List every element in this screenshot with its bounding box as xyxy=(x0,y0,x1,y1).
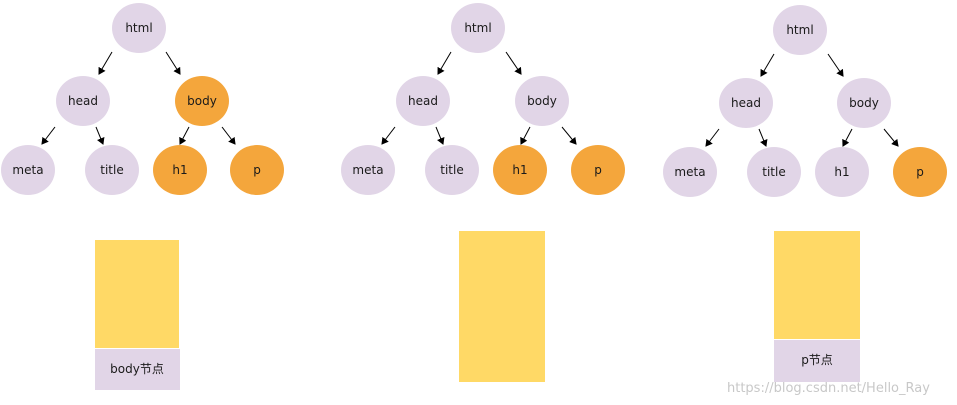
edge-body-h1 xyxy=(520,126,531,145)
edge-html-body xyxy=(165,51,181,75)
node-p-shape xyxy=(230,145,284,195)
caption-box-shape xyxy=(95,349,180,390)
edge-html-head xyxy=(437,51,452,75)
edge-html-body xyxy=(827,53,844,77)
node-head-label: head xyxy=(408,94,438,108)
watermark-text: https://blog.csdn.net/Hello_Ray xyxy=(727,381,930,396)
node-html-label: html xyxy=(125,21,152,35)
edge-head-title xyxy=(95,126,105,145)
node-title-shape xyxy=(85,145,139,195)
edge-body-p xyxy=(883,128,899,147)
node-head: head xyxy=(396,76,450,126)
edge-head-title xyxy=(435,126,445,145)
caption-label: p节点 xyxy=(801,353,833,367)
node-h1: h1 xyxy=(815,147,869,197)
edge-html-head xyxy=(760,53,775,77)
caption-box: body节点 xyxy=(95,349,180,390)
edge-head-meta xyxy=(381,126,396,145)
node-body-label: body xyxy=(527,94,557,108)
node-body-shape xyxy=(515,76,569,126)
edge-body-h1 xyxy=(179,126,190,145)
edge-body-p xyxy=(561,126,577,145)
node-head: head xyxy=(719,78,773,128)
node-h1-label: h1 xyxy=(512,163,527,177)
caption-box: p节点 xyxy=(774,340,860,382)
node-p-shape xyxy=(893,147,947,197)
node-head-label: head xyxy=(731,96,761,110)
node-meta-shape xyxy=(663,147,717,197)
node-p: p xyxy=(571,145,625,195)
node-h1-shape xyxy=(493,145,547,195)
node-h1: h1 xyxy=(493,145,547,195)
node-title-shape xyxy=(747,147,801,197)
diagram-1: html head body meta title h1 p bo xyxy=(1,3,284,390)
edge-head-meta xyxy=(41,126,56,145)
node-head-shape xyxy=(719,78,773,128)
node-title: title xyxy=(85,145,139,195)
node-head-label: head xyxy=(68,94,98,108)
edge-body-h1 xyxy=(842,128,853,147)
node-meta: meta xyxy=(1,145,55,195)
node-p-label: p xyxy=(916,165,924,179)
node-body: body xyxy=(515,76,569,126)
node-p-label: p xyxy=(253,163,261,177)
node-title-label: title xyxy=(762,165,785,179)
node-meta-label: meta xyxy=(12,163,43,177)
edge-html-body xyxy=(505,51,522,75)
node-body-label: body xyxy=(187,94,217,108)
node-html-label: html xyxy=(464,21,491,35)
caption-box-shape xyxy=(774,340,860,382)
node-head: head xyxy=(56,76,110,126)
edge-head-meta xyxy=(705,128,720,147)
node-p: p xyxy=(893,147,947,197)
node-html-shape xyxy=(773,5,827,55)
node-h1-label: h1 xyxy=(834,165,849,179)
edge-head-title xyxy=(758,128,768,147)
node-h1-shape xyxy=(153,145,207,195)
layer-panel xyxy=(95,240,179,348)
node-h1-shape xyxy=(815,147,869,197)
node-body-shape xyxy=(175,76,229,126)
node-title-label: title xyxy=(100,163,123,177)
node-head-shape xyxy=(56,76,110,126)
layer-panel xyxy=(774,231,860,339)
node-p: p xyxy=(230,145,284,195)
node-meta-shape xyxy=(341,145,395,195)
node-p-shape xyxy=(571,145,625,195)
node-body-label: body xyxy=(849,96,879,110)
node-h1-label: h1 xyxy=(172,163,187,177)
node-title-label: title xyxy=(440,163,463,177)
edge-body-p xyxy=(221,126,236,145)
node-body-shape xyxy=(837,78,891,128)
node-meta-shape xyxy=(1,145,55,195)
node-meta-label: meta xyxy=(674,165,705,179)
node-title: title xyxy=(425,145,479,195)
node-meta-label: meta xyxy=(352,163,383,177)
caption-label: body节点 xyxy=(110,362,164,376)
node-meta: meta xyxy=(663,147,717,197)
node-body: body xyxy=(175,76,229,126)
node-meta: meta xyxy=(341,145,395,195)
node-body: body xyxy=(837,78,891,128)
node-html-label: html xyxy=(786,23,813,37)
node-h1: h1 xyxy=(153,145,207,195)
node-head-shape xyxy=(396,76,450,126)
node-html-shape xyxy=(112,3,166,53)
node-html: html xyxy=(112,3,166,53)
node-title-shape xyxy=(425,145,479,195)
diagram-2: html head body meta title h1 p xyxy=(341,3,625,382)
layer-panel xyxy=(459,231,545,382)
node-html: html xyxy=(773,5,827,55)
node-html: html xyxy=(451,3,505,53)
node-title: title xyxy=(747,147,801,197)
diagram-3: html head body meta title h1 p p节 xyxy=(663,5,947,382)
node-html-shape xyxy=(451,3,505,53)
node-p-label: p xyxy=(594,163,602,177)
edge-html-head xyxy=(98,51,113,75)
